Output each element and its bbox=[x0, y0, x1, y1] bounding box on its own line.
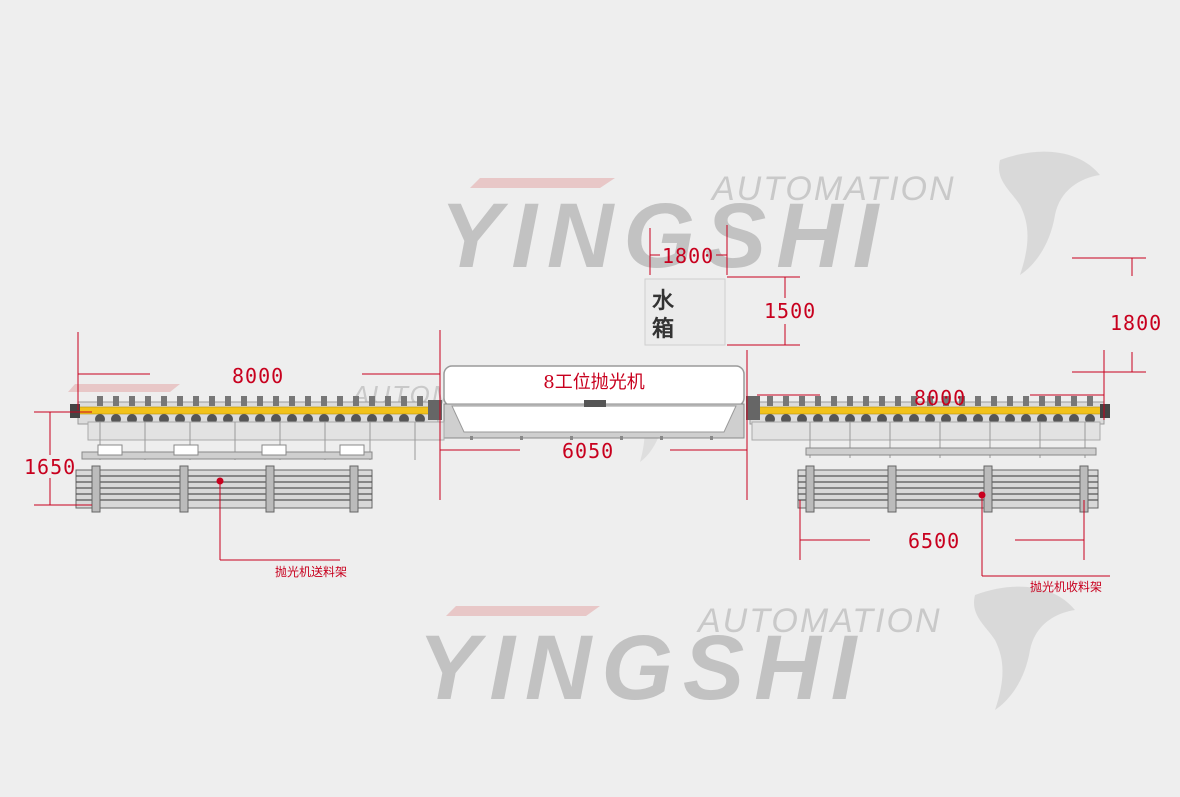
roller-mount bbox=[145, 396, 151, 406]
roller-mount bbox=[879, 396, 885, 406]
watermark-automation-bottom: AUTOMATION bbox=[698, 602, 942, 640]
water-tank bbox=[644, 278, 726, 346]
roller-mount bbox=[831, 396, 837, 406]
dim-tank-width: 1800 bbox=[662, 244, 715, 268]
roller-mount bbox=[1023, 396, 1029, 406]
roller-mount bbox=[193, 396, 199, 406]
feed-conveyor bbox=[70, 396, 445, 460]
roller-mount bbox=[129, 396, 135, 406]
dim-polisher-length: 6050 bbox=[562, 439, 615, 463]
roller-mount bbox=[417, 396, 423, 406]
roller-mount bbox=[927, 396, 933, 406]
roller-mount bbox=[257, 396, 263, 406]
dim-tank-depth: 1500 bbox=[764, 299, 817, 323]
dim-receive-offset: 1800 bbox=[1110, 311, 1163, 335]
roller-mount bbox=[97, 396, 103, 406]
roller-mount bbox=[177, 396, 183, 406]
roller-mount bbox=[161, 396, 167, 406]
roller-mount bbox=[241, 396, 247, 406]
roller-mount bbox=[767, 396, 773, 406]
callout-dots bbox=[216, 477, 986, 499]
roller-mount bbox=[1071, 396, 1077, 406]
roller-mount bbox=[863, 396, 869, 406]
roller-mount bbox=[113, 396, 119, 406]
dim-receive-rack-length: 6500 bbox=[908, 529, 961, 553]
roller-mount bbox=[815, 396, 821, 406]
roller-mount bbox=[209, 396, 215, 406]
polisher-label: 8工位抛光机 bbox=[543, 372, 645, 393]
water-tank-label: 水箱 bbox=[651, 289, 674, 342]
roller-mount bbox=[353, 396, 359, 406]
receive-rack bbox=[797, 465, 1099, 513]
roller-mount bbox=[799, 396, 805, 406]
roller-mount bbox=[385, 396, 391, 406]
roller-mount bbox=[991, 396, 997, 406]
roller-mount bbox=[783, 396, 789, 406]
dim-feed-length: 8000 bbox=[232, 364, 285, 388]
roller-mount bbox=[337, 396, 343, 406]
receive-conveyor bbox=[746, 396, 1110, 458]
roller-mount bbox=[225, 396, 231, 406]
watermark-automation-top: AUTOMATION bbox=[712, 170, 956, 208]
roller-mount bbox=[943, 396, 949, 406]
roller-mount bbox=[975, 396, 981, 406]
roller-mount bbox=[305, 396, 311, 406]
roller-mount bbox=[847, 396, 853, 406]
dim-receive-length: 8000 bbox=[914, 386, 967, 410]
roller-mount bbox=[895, 396, 901, 406]
watermark-brand-bottom: YINGSHI bbox=[418, 617, 867, 719]
dim-feed-height: 1650 bbox=[24, 455, 77, 479]
roller-mount bbox=[1055, 396, 1061, 406]
roller-mount bbox=[369, 396, 375, 406]
watermark-brand-top: YINGSHI bbox=[440, 185, 889, 287]
callout-receive-rack: 抛光机收料架 bbox=[1030, 580, 1103, 594]
roller-mount bbox=[1007, 396, 1013, 406]
roller-mount bbox=[273, 396, 279, 406]
feed-rack bbox=[75, 444, 373, 513]
polisher-machine bbox=[443, 365, 745, 440]
roller-mount bbox=[1087, 396, 1093, 406]
roller-mount bbox=[289, 396, 295, 406]
callout-feed-rack: 抛光机送料架 bbox=[275, 565, 348, 579]
roller-mount bbox=[1039, 396, 1045, 406]
roller-mount bbox=[401, 396, 407, 406]
dimension-lines bbox=[34, 225, 1146, 577]
roller-mount bbox=[959, 396, 965, 406]
roller-mount bbox=[321, 396, 327, 406]
roller-mount bbox=[911, 396, 917, 406]
